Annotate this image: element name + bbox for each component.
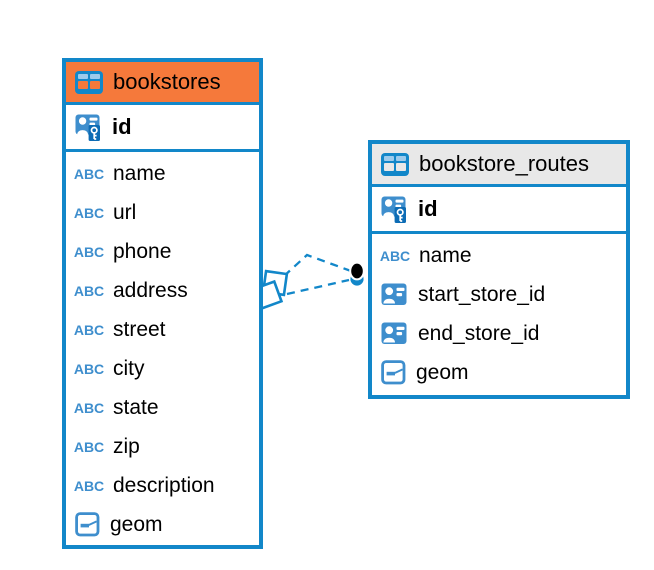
column-name: start_store_id	[418, 283, 546, 306]
geometry-icon	[381, 360, 406, 385]
column-row-id[interactable]: id	[372, 187, 626, 231]
column-name: geom	[416, 361, 469, 384]
column-name: description	[113, 474, 215, 497]
column-name: id	[418, 196, 438, 221]
reference-icon	[381, 283, 407, 305]
column-row-zip[interactable]: ABC zip	[66, 427, 259, 466]
column-name: id	[112, 114, 132, 139]
table-title: bookstore_routes	[419, 151, 589, 176]
column-row-name[interactable]: ABC name	[66, 154, 259, 193]
relationship-connector[interactable]	[248, 238, 374, 326]
column-row-start_store_id[interactable]: start_store_id	[372, 275, 626, 314]
varchar-icon: ABC	[73, 321, 105, 338]
column-name: end_store_id	[418, 322, 540, 345]
varchar-icon: ABC	[73, 477, 105, 494]
table-title: bookstores	[113, 69, 221, 94]
table-header[interactable]: bookstores	[66, 62, 259, 105]
column-name: address	[113, 279, 188, 302]
column-name: state	[113, 396, 159, 419]
column-row-phone[interactable]: ABC phone	[66, 232, 259, 271]
column-name: name	[113, 162, 166, 185]
relationship-line-lower[interactable]	[286, 278, 350, 296]
table-icon	[75, 70, 103, 94]
column-name: phone	[113, 240, 172, 263]
columns-section: ABC name start_store_id end_store_id geom	[372, 234, 626, 395]
relationship-dot-marker	[349, 261, 365, 286]
varchar-icon: ABC	[73, 204, 105, 221]
entity-table-bookstore_routes[interactable]: bookstore_routes id ABC name start_store_…	[368, 140, 630, 399]
table-header[interactable]: bookstore_routes	[372, 144, 626, 187]
primary-key-icon	[75, 114, 100, 141]
column-name: geom	[110, 513, 163, 536]
column-row-name[interactable]: ABC name	[372, 236, 626, 275]
column-row-geom[interactable]: geom	[66, 505, 259, 544]
varchar-icon: ABC	[73, 360, 105, 377]
column-row-state[interactable]: ABC state	[66, 388, 259, 427]
column-row-city[interactable]: ABC city	[66, 349, 259, 388]
column-row-end_store_id[interactable]: end_store_id	[372, 314, 626, 353]
geometry-icon	[75, 512, 100, 537]
varchar-icon: ABC	[73, 165, 105, 182]
column-name: city	[113, 357, 145, 380]
varchar-icon: ABC	[73, 282, 105, 299]
relationship-line-upper[interactable]	[283, 253, 352, 277]
column-row-geom[interactable]: geom	[372, 353, 626, 392]
primary-key-icon	[381, 196, 406, 223]
reference-icon	[381, 322, 407, 344]
primary-key-section: id	[372, 187, 626, 234]
column-row-address[interactable]: ABC address	[66, 271, 259, 310]
table-icon	[381, 152, 409, 176]
column-name: zip	[113, 435, 140, 458]
varchar-icon: ABC	[379, 247, 411, 264]
column-row-url[interactable]: ABC url	[66, 193, 259, 232]
column-name: street	[113, 318, 166, 341]
column-row-street[interactable]: ABC street	[66, 310, 259, 349]
varchar-icon: ABC	[73, 243, 105, 260]
varchar-icon: ABC	[73, 399, 105, 416]
column-row-description[interactable]: ABC description	[66, 466, 259, 505]
varchar-icon: ABC	[73, 438, 105, 455]
column-name: url	[113, 201, 137, 224]
column-name: name	[419, 244, 472, 267]
column-row-id[interactable]: id	[66, 105, 259, 149]
primary-key-section: id	[66, 105, 259, 152]
